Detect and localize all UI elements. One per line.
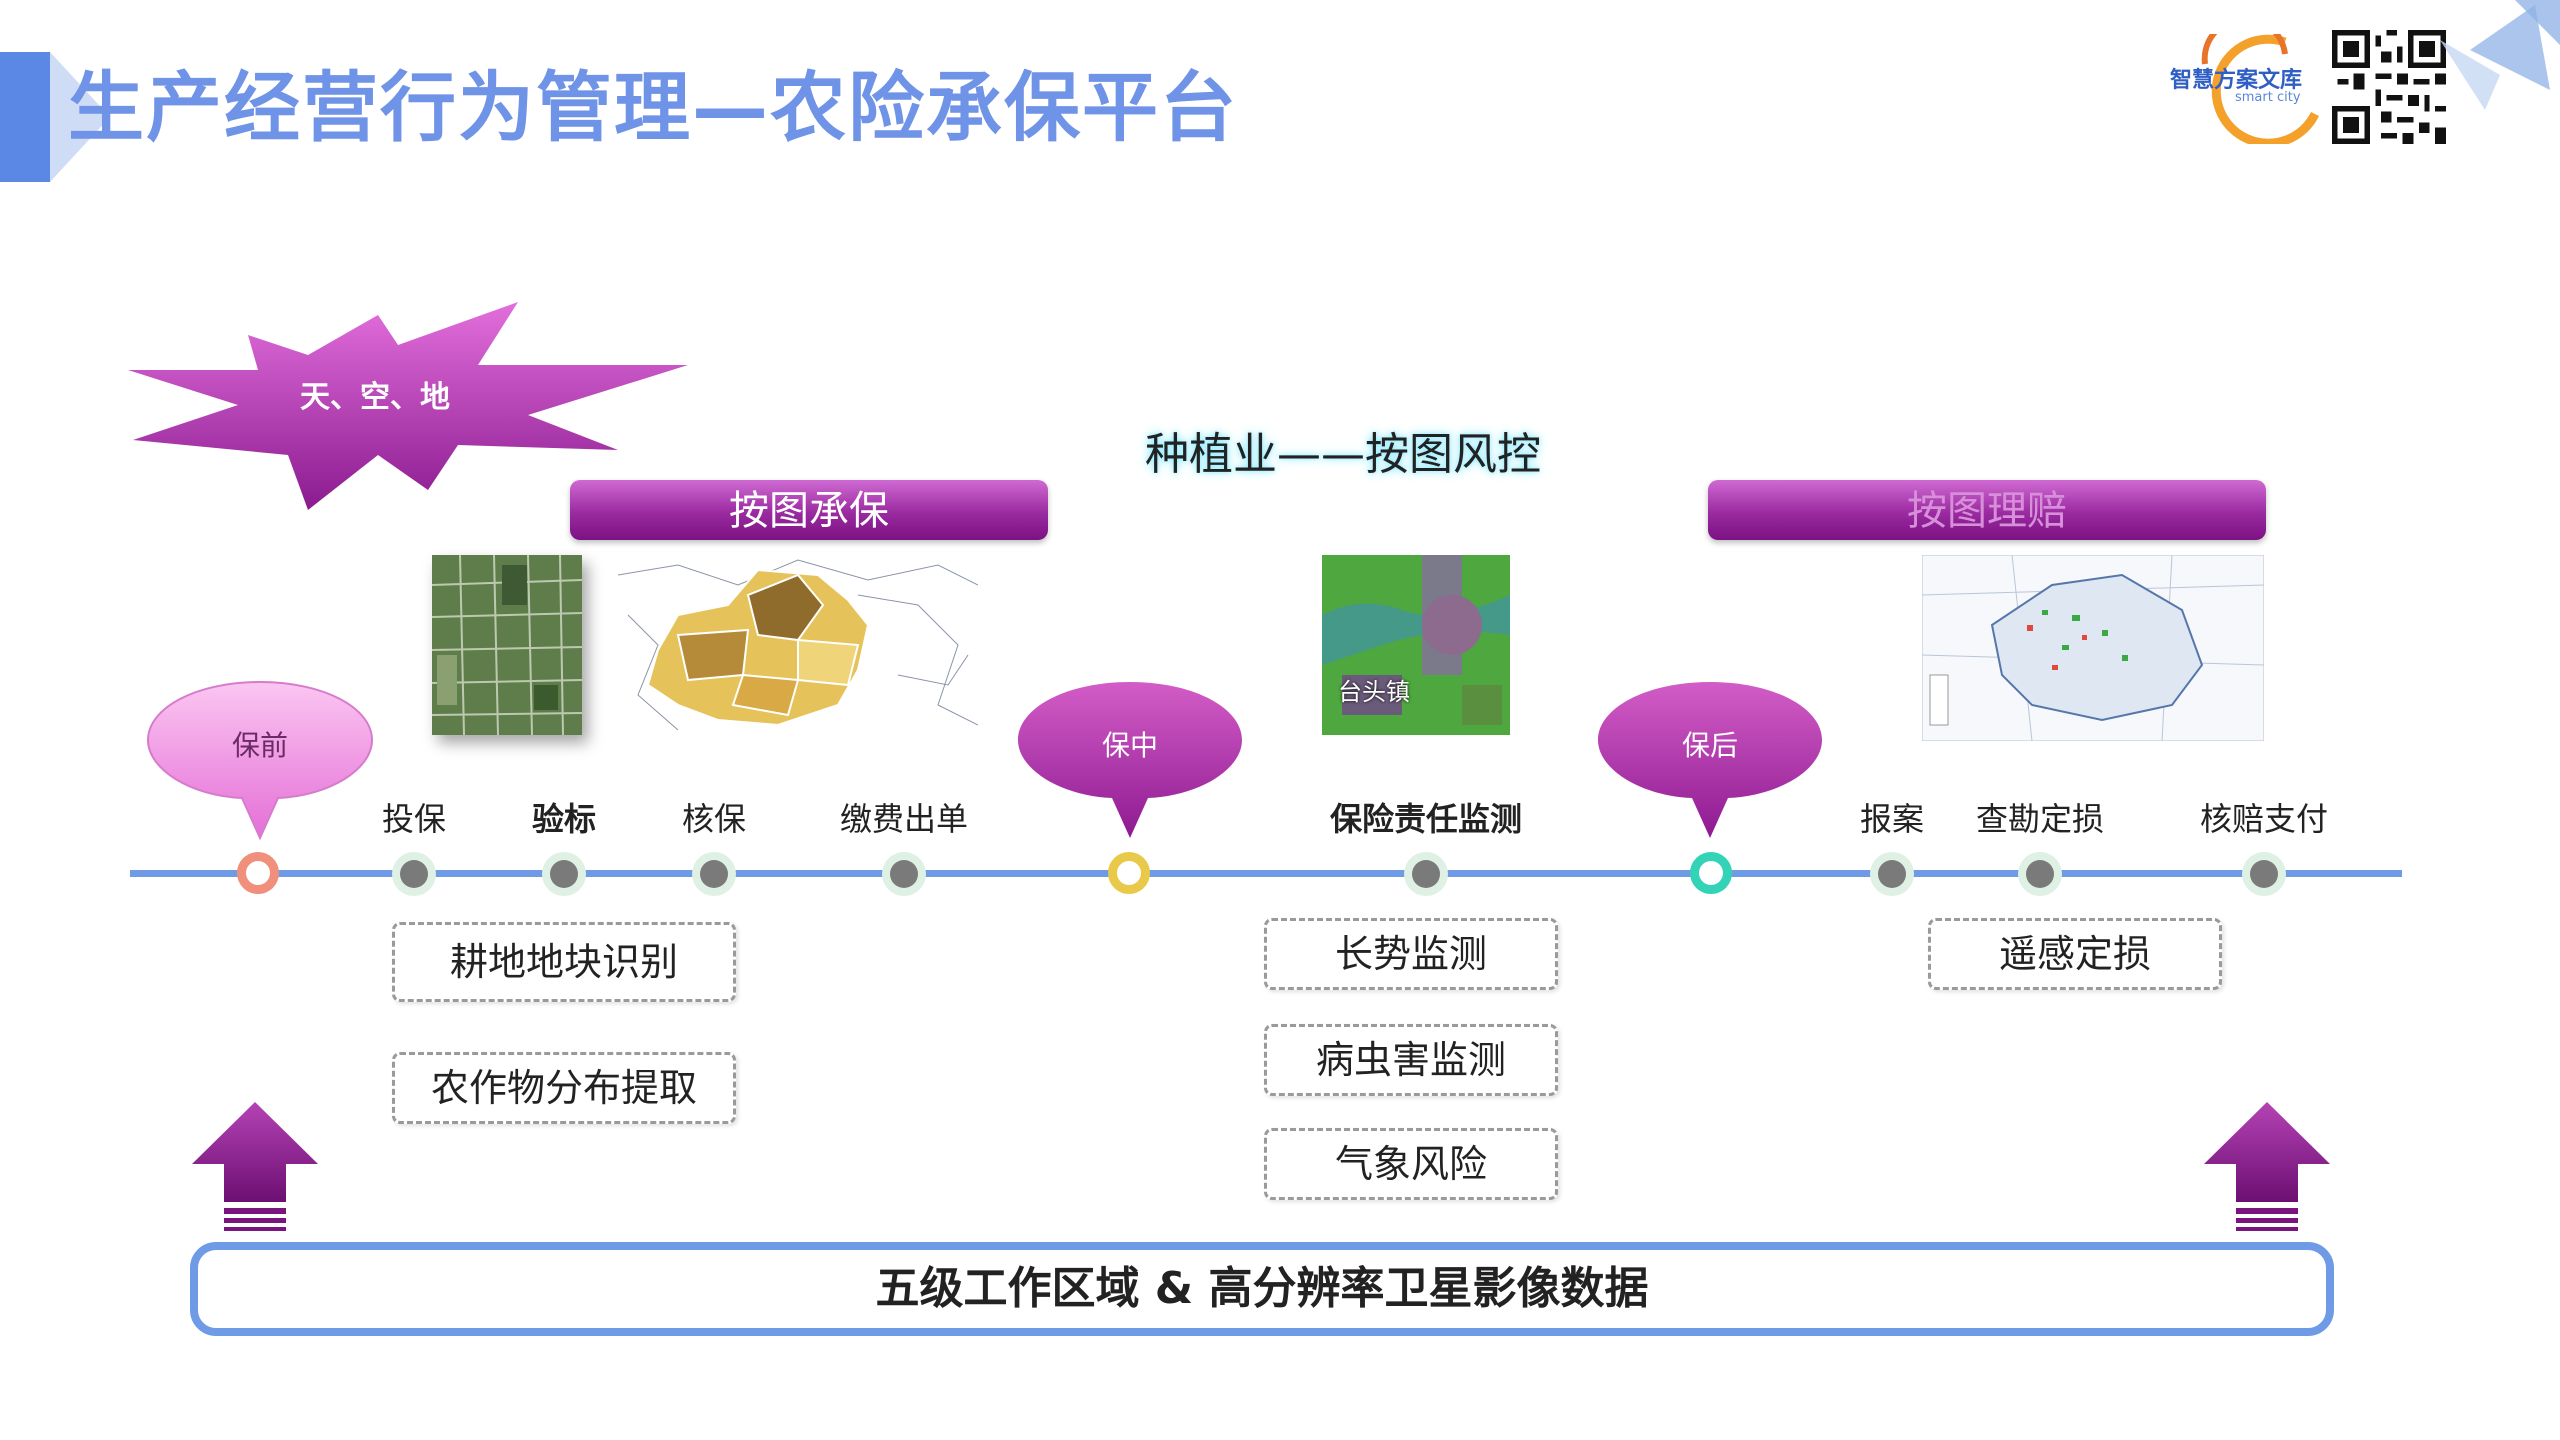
town-map-label: 台头镇: [1338, 678, 1410, 706]
county-boundary-map: [618, 555, 978, 735]
corner-decoration: [2440, 0, 2560, 110]
step-label-monitor: 保险责任监测: [1329, 800, 1523, 838]
node-before: [237, 852, 279, 894]
brand-logo: [2201, 34, 2320, 144]
underwriting-by-map-banner: 按图承保: [570, 480, 1048, 540]
up-arrow-icon: [192, 1102, 318, 1231]
step-label-inspect: 验标: [531, 800, 597, 838]
box-weather-risk: 气象风险: [1264, 1128, 1558, 1200]
step-label-issue: 缴费出单: [839, 800, 969, 838]
node-during: [1108, 852, 1150, 894]
town-satellite-image: [1322, 555, 1510, 735]
phase-label-before: 保前: [231, 729, 288, 762]
loss-assessment-map: [1922, 555, 2264, 741]
page-title: 生产经营行为管理—农险承保平台: [68, 63, 1238, 152]
farmland-satellite-image: [432, 555, 582, 735]
node-step-survey: [2026, 860, 2054, 888]
node-step-inspect: [550, 860, 578, 888]
node-after: [1690, 852, 1732, 894]
node-step-payout: [2250, 860, 2278, 888]
box-crop-distribution: 农作物分布提取: [392, 1052, 736, 1124]
claims-by-map-banner: 按图理赔: [1708, 480, 2266, 540]
step-label-payout: 核赔支付: [2199, 800, 2329, 838]
box-growth-monitoring: 长势监测: [1264, 918, 1558, 990]
node-step-issue: [890, 860, 918, 888]
box-remote-loss-assessment: 遥感定损: [1928, 918, 2222, 990]
brand-name: 智慧方案文库: [2170, 68, 2303, 93]
phase-bubble-during: [1018, 682, 1242, 838]
step-label-report: 报案: [1859, 800, 1925, 838]
foundation-data-box: 五级工作区域 & 高分辨率卫星影像数据: [190, 1242, 2334, 1336]
node-step-apply: [400, 860, 428, 888]
up-arrow-icon: [2204, 1102, 2330, 1231]
step-label-apply: 投保: [381, 800, 447, 838]
node-step-monitor: [1412, 860, 1440, 888]
process-timeline: [130, 870, 2402, 877]
phase-bubble-after: [1598, 682, 1822, 838]
box-pest-monitoring: 病虫害监测: [1264, 1024, 1558, 1096]
phase-label-during: 保中: [1101, 729, 1158, 762]
starburst-shape: [128, 302, 688, 510]
phase-label-after: 保后: [1681, 729, 1738, 762]
starburst-label: 天、空、地: [300, 380, 450, 415]
box-parcel-identification: 耕地地块识别: [392, 922, 736, 1002]
node-step-report: [1878, 860, 1906, 888]
qr-code-icon: [2332, 30, 2446, 144]
step-label-review: 核保: [681, 800, 747, 838]
title-accent-triangle: [50, 52, 110, 182]
title-accent-bar: [0, 52, 50, 182]
node-step-review: [700, 860, 728, 888]
scheme-title: 种植业——按图风控: [1145, 429, 1541, 480]
step-label-survey: 查勘定损: [1975, 800, 2105, 838]
phase-bubble-before: [146, 680, 374, 840]
brand-tagline: smart city: [2235, 90, 2301, 105]
